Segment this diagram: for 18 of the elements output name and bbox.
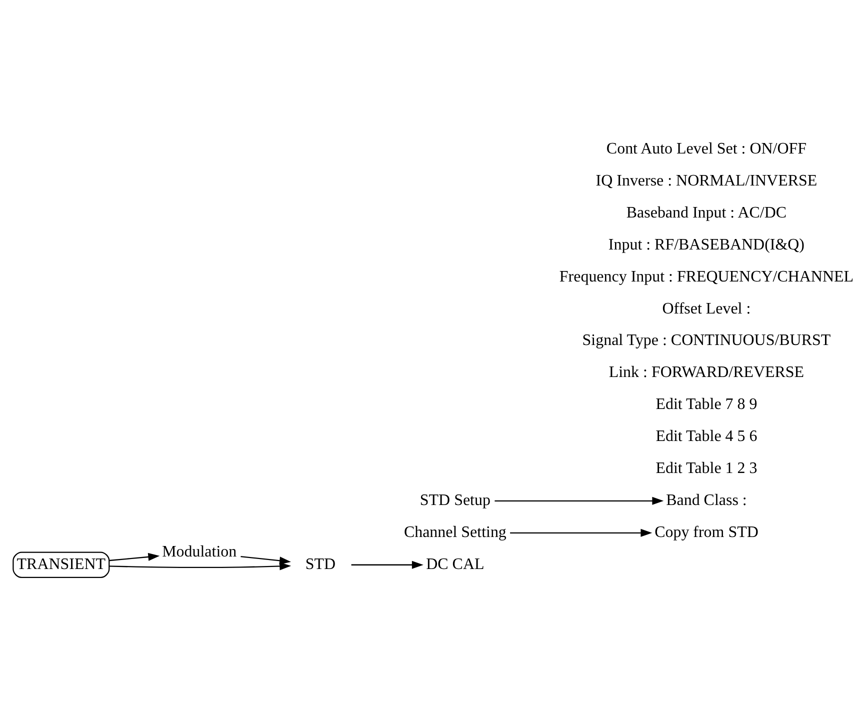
- node-text: Input : RF/BASEBAND(I&Q): [608, 236, 805, 253]
- node-text: Link : FORWARD/REVERSE: [608, 364, 804, 381]
- node-text: Baseband Input : AC/DC: [626, 204, 787, 221]
- node-text: IQ Inverse : NORMAL/INVERSE: [596, 172, 818, 189]
- node-text: Modulation: [162, 543, 237, 560]
- node-text: Frequency Input : FREQUENCY/CHANNEL: [559, 268, 854, 285]
- node-text: Edit Table 7 8 9: [656, 396, 758, 413]
- node-text: STD: [305, 556, 336, 573]
- node-text: STD Setup: [420, 492, 490, 509]
- node-text: Copy from STD: [654, 524, 758, 541]
- node-text: Channel Setting: [404, 524, 506, 541]
- node-text: Signal Type : CONTINUOUS/BURST: [582, 332, 831, 349]
- node-text: Cont Auto Level Set : ON/OFF: [606, 140, 806, 157]
- node-text: Offset Level :: [662, 300, 751, 317]
- node-text: DC CAL: [426, 556, 484, 573]
- node-text: Edit Table 4 5 6: [656, 428, 758, 445]
- node-text: Edit Table 1 2 3: [656, 460, 758, 477]
- node-text: Band Class :: [666, 492, 747, 509]
